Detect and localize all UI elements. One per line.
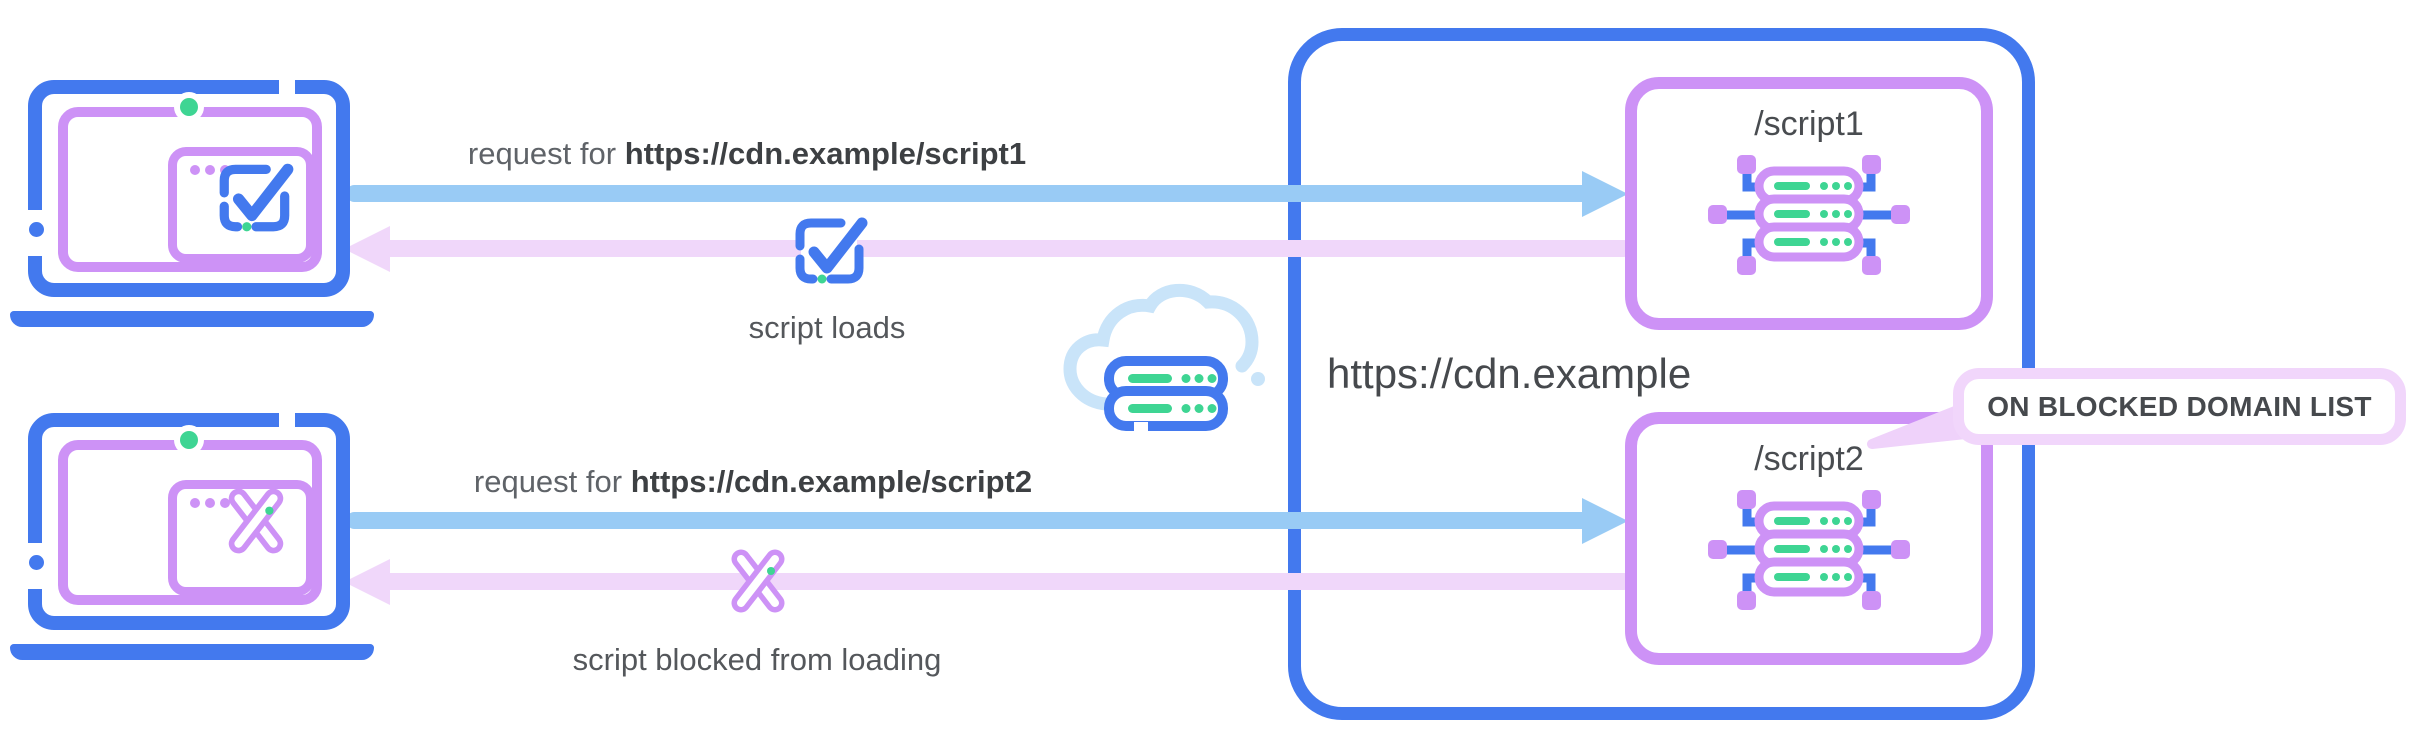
cdn-domain-label: https://cdn.example [1327,350,1692,397]
client-laptop-blocked [10,393,382,665]
request-url: https://cdn.example/script2 [630,464,1033,499]
laptop-bezel-dot [29,222,44,237]
blocked-x-icon [228,488,284,554]
request-arrowhead-1 [1582,171,1628,217]
response-arrow-2 [390,573,1632,590]
request-label-2: request for https://cdn.example/script2 [383,464,1123,500]
response-arrow-1 [390,240,1632,257]
request-arrow-1 [346,185,1584,202]
checkmark-checkbox-icon [219,163,294,232]
browser-window-dots [190,498,230,508]
server-rack-icon [1708,490,1910,610]
endpoint-label: /script2 [1754,440,1864,478]
endpoint-label: /script1 [1754,105,1864,143]
cloud-network-icon [1063,283,1265,431]
client-laptop-allowed [10,60,382,332]
laptop-base [10,311,374,327]
server-rack-icon [1708,155,1910,275]
request-prefix: request for [467,136,625,171]
request-label-1: request for https://cdn.example/script1 [377,136,1117,172]
request-prefix: request for [473,464,631,499]
request-arrowhead-2 [1582,498,1628,544]
laptop-bezel-gap [279,409,295,431]
script-loads-checkmark-icon [795,217,868,284]
result-label-1: script loads [748,310,906,345]
endpoint-script1: /script1 [1625,77,1993,330]
response-arrowhead-1 [344,226,390,272]
laptop-base [10,644,374,660]
laptop-camera-dot [180,98,198,116]
laptop-camera-dot [180,431,198,449]
result-label-2: script blocked from loading [572,642,942,677]
endpoint-script2: /script2 [1625,412,1993,665]
blocked-domain-callout: ON BLOCKED DOMAIN LIST [1953,368,2406,445]
response-arrowhead-2 [344,559,390,605]
callout-text: ON BLOCKED DOMAIN LIST [1987,390,2372,422]
request-url: https://cdn.example/script1 [624,136,1027,171]
laptop-bezel-gap [279,76,295,98]
laptop-bezel-dot [29,555,44,570]
request-arrow-2 [346,512,1584,529]
script-blocked-x-icon [731,549,785,613]
